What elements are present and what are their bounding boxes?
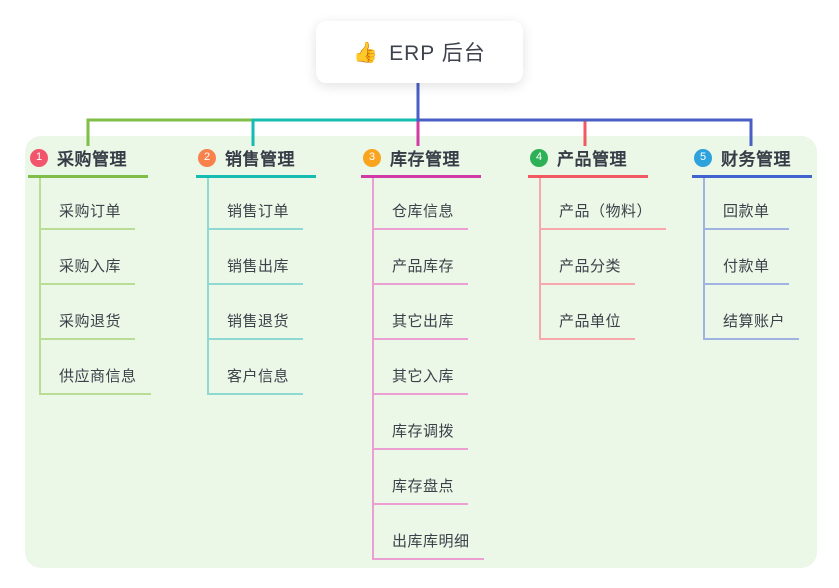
branch-sales: 2 销售管理 销售订单 销售出库 销售退货 客户信息 <box>196 145 316 395</box>
node-customer-info[interactable]: 客户信息 <box>209 340 304 395</box>
branch-product-items: 产品（物料） 产品分类 产品单位 <box>539 178 667 340</box>
node-settlement-account[interactable]: 结算账户 <box>705 285 800 340</box>
branch-number-badge: 3 <box>363 148 381 167</box>
branch-inventory-header[interactable]: 3 库存管理 <box>361 145 481 178</box>
thumbs-up-icon: 👍 <box>353 41 380 64</box>
node-product-unit[interactable]: 产品单位 <box>541 285 636 340</box>
branch-purchase: 1 采购管理 采购订单 采购入库 采购退货 供应商信息 <box>28 145 151 395</box>
branch-number-badge: 4 <box>530 148 548 167</box>
branch-title: 财务管理 <box>721 150 791 169</box>
branch-product: 4 产品管理 产品（物料） 产品分类 产品单位 <box>528 145 667 340</box>
branch-product-header[interactable]: 4 产品管理 <box>528 145 648 178</box>
node-other-outbound[interactable]: 其它出库 <box>374 285 469 340</box>
node-purchase-return[interactable]: 采购退货 <box>41 285 136 340</box>
node-stock-transfer[interactable]: 库存调拨 <box>374 395 469 450</box>
branch-title: 产品管理 <box>557 150 627 169</box>
node-warehouse-info[interactable]: 仓库信息 <box>374 178 469 230</box>
branch-title: 销售管理 <box>225 150 295 169</box>
branch-inventory-items: 仓库信息 产品库存 其它出库 其它入库 库存调拨 库存盘点 出库库明细 <box>372 178 484 560</box>
node-receipt-bill[interactable]: 回款单 <box>705 178 789 230</box>
node-outbound-detail[interactable]: 出库库明细 <box>374 505 484 560</box>
root-node-label: ERP 后台 <box>389 42 486 65</box>
node-payment-bill[interactable]: 付款单 <box>705 230 789 285</box>
node-sales-return[interactable]: 销售退货 <box>209 285 304 340</box>
branch-title: 采购管理 <box>57 150 127 169</box>
branch-sales-items: 销售订单 销售出库 销售退货 客户信息 <box>207 178 304 395</box>
branch-inventory: 3 库存管理 仓库信息 产品库存 其它出库 其它入库 库存调拨 库存盘点 出库库… <box>361 145 484 560</box>
node-product-material[interactable]: 产品（物料） <box>541 178 667 230</box>
connector-branch-1 <box>86 118 253 146</box>
branch-sales-header[interactable]: 2 销售管理 <box>196 145 316 178</box>
branches-panel <box>25 136 817 568</box>
branch-finance-items: 回款单 付款单 结算账户 <box>703 178 800 340</box>
root-node-erp[interactable]: 👍 ERP 后台 <box>316 21 523 83</box>
node-sales-order[interactable]: 销售订单 <box>209 178 304 230</box>
branch-number-badge: 1 <box>30 148 48 167</box>
branch-finance: 5 财务管理 回款单 付款单 结算账户 <box>692 145 812 340</box>
node-purchase-inbound[interactable]: 采购入库 <box>41 230 136 285</box>
node-stock-count[interactable]: 库存盘点 <box>374 450 469 505</box>
branch-purchase-items: 采购订单 采购入库 采购退货 供应商信息 <box>39 178 151 395</box>
branch-number-badge: 2 <box>198 148 216 167</box>
node-product-stock[interactable]: 产品库存 <box>374 230 469 285</box>
branch-purchase-header[interactable]: 1 采购管理 <box>28 145 148 178</box>
node-purchase-order[interactable]: 采购订单 <box>41 178 136 230</box>
branch-title: 库存管理 <box>390 150 460 169</box>
connector-branch-2 <box>251 118 419 146</box>
connector-trunk-branch-5 <box>416 83 753 146</box>
branch-finance-header[interactable]: 5 财务管理 <box>692 145 812 178</box>
node-sales-outbound[interactable]: 销售出库 <box>209 230 304 285</box>
branch-number-badge: 5 <box>694 148 712 167</box>
node-supplier-info[interactable]: 供应商信息 <box>41 340 151 395</box>
node-other-inbound[interactable]: 其它入库 <box>374 340 469 395</box>
node-product-category[interactable]: 产品分类 <box>541 230 636 285</box>
